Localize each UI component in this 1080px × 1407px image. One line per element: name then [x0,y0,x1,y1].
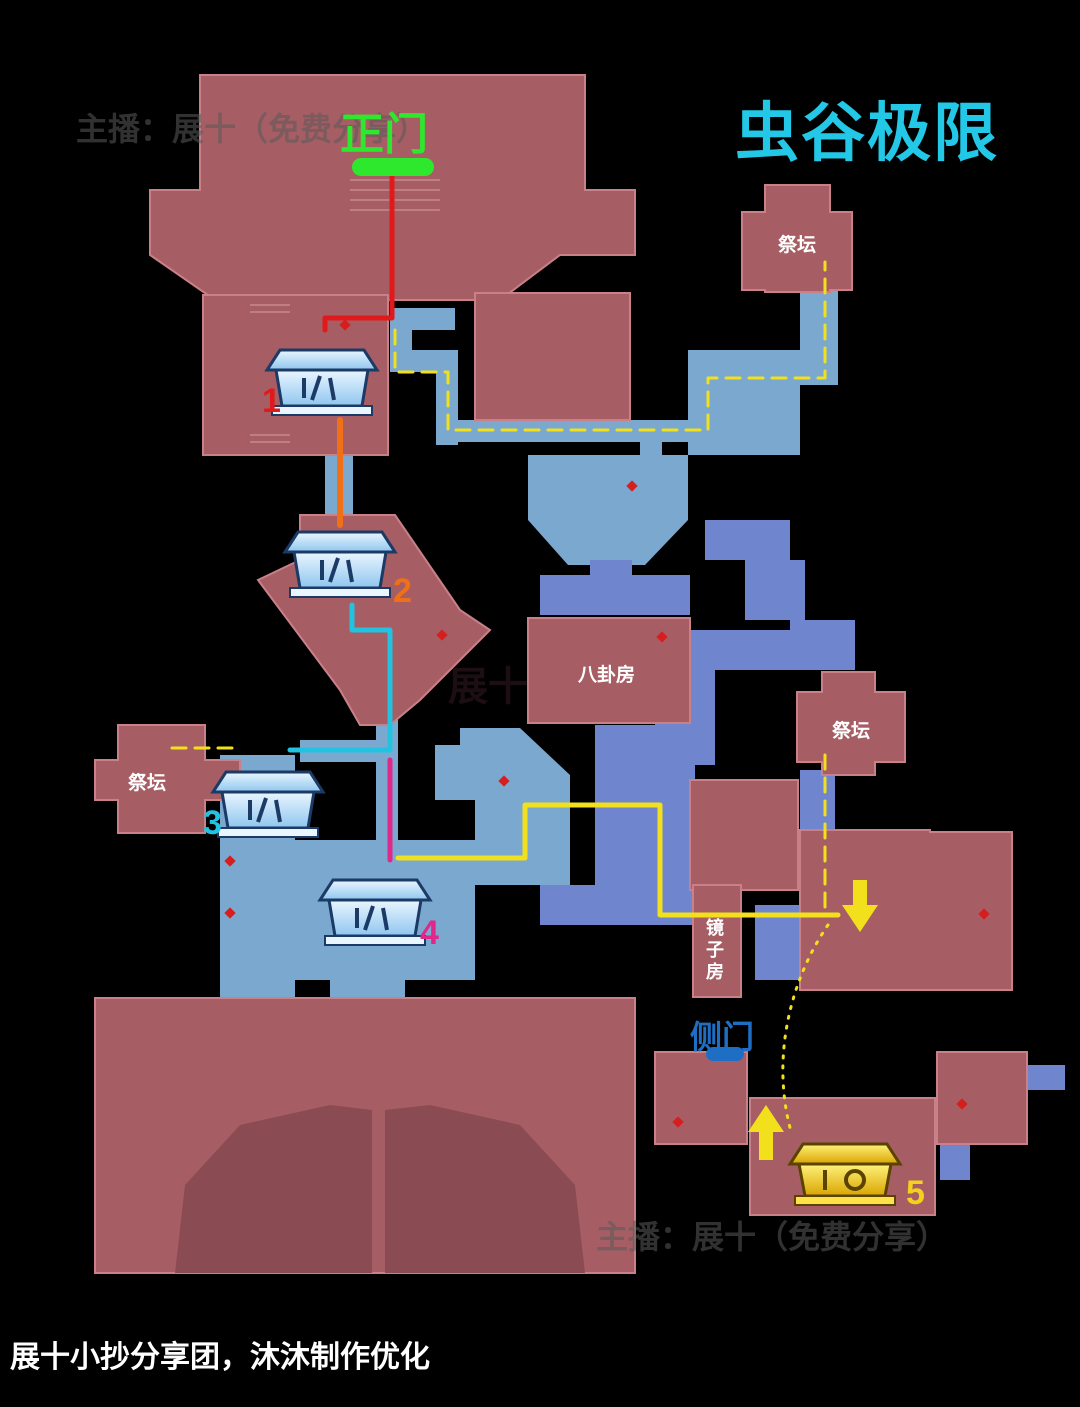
route-dashed-top [393,260,827,432]
mirror-room-label: 镜子房 [706,918,724,983]
stair-lines [250,179,440,443]
chest-icon-4 [317,878,433,946]
room-mirror [692,884,742,998]
watermark-center: 展十 [448,664,528,710]
room-altar-right [796,671,906,776]
chest-icon-5 [787,1142,903,1206]
chest-number-2: 2 [393,572,412,610]
dark-corridors [540,520,1065,1180]
arrows [748,880,878,1160]
room-right [799,829,1013,991]
room-small [689,779,799,891]
chest-icon-3 [210,770,326,838]
room-far-right [936,1051,1028,1145]
light-corridors [220,285,838,1005]
hall-shadows [175,1105,585,1273]
route-yellow [395,802,841,918]
routes [170,167,841,1137]
route-red [322,167,395,333]
side-gate-label: 侧门 [690,1018,755,1056]
room-altar-left [94,724,241,834]
room-side-gate [654,1051,748,1145]
chest-number-4: 4 [420,914,439,952]
side-gate-marker [706,1047,744,1061]
rooms [94,74,1028,1274]
altar-label-left: 祭坛 [128,772,167,794]
arrow-down-icon [842,880,878,932]
chest-number-1: 1 [262,382,281,420]
route-dotted [781,923,830,1137]
watermark-bottom: 主播：展十（免费分享） [596,1218,949,1256]
map-title: 虫谷极限 [735,97,999,171]
chest-icon-2 [282,530,398,598]
room-top-center [474,292,631,421]
chest-icon-1 [264,348,380,416]
watermark-top: 主播：展十（免费分享） [76,110,429,148]
markers [224,319,990,1128]
chest-number-3: 3 [203,804,222,842]
main-gate-marker [352,158,434,176]
bagua-room-label: 八卦房 [578,664,636,686]
altar-label-right: 祭坛 [832,720,871,742]
chest-number-5: 5 [906,1174,925,1212]
route-cyan [287,602,393,753]
footer-credit: 展十小抄分享团，沐沐制作优化 [10,1340,430,1375]
altar-label-top: 祭坛 [778,234,817,256]
arrow-up-icon [748,1105,784,1160]
main-gate-label: 正门 [340,109,428,160]
